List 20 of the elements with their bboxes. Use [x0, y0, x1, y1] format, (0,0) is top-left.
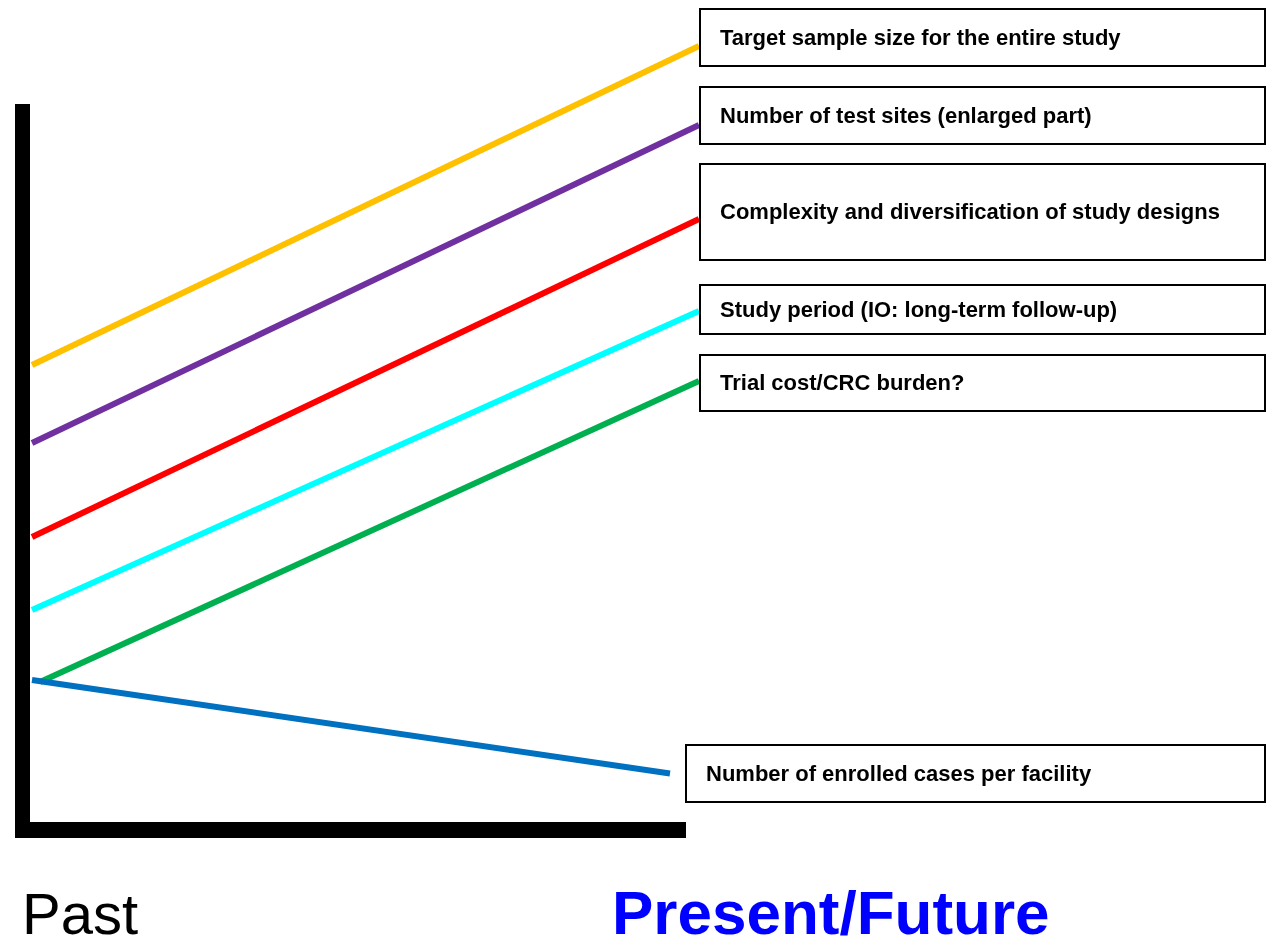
axis-label: Present/Future	[612, 877, 1050, 946]
text-box	[699, 284, 1266, 335]
trend-line	[30, 308, 701, 613]
text-box	[699, 8, 1266, 67]
box-label: Target sample size for the entire study	[720, 23, 1121, 52]
trend-line	[31, 677, 671, 777]
trend-line	[30, 43, 701, 368]
trend-line	[38, 378, 701, 685]
text-box	[699, 86, 1266, 145]
box-label: Trial cost/CRC burden?	[720, 369, 965, 398]
box-label: Complexity and diversification of study designs	[720, 198, 1220, 227]
text-box	[699, 354, 1266, 412]
text-box	[685, 744, 1266, 803]
axis-label: Past	[22, 880, 139, 946]
box-label: Number of test sites (enlarged part)	[720, 101, 1092, 130]
trend-line	[30, 122, 701, 446]
box-label: Study period (IO: long-term follow-up)	[720, 295, 1118, 324]
text-box	[699, 163, 1266, 261]
trend-line	[30, 216, 701, 540]
box-label: Number of enrolled cases per facility	[706, 759, 1092, 788]
